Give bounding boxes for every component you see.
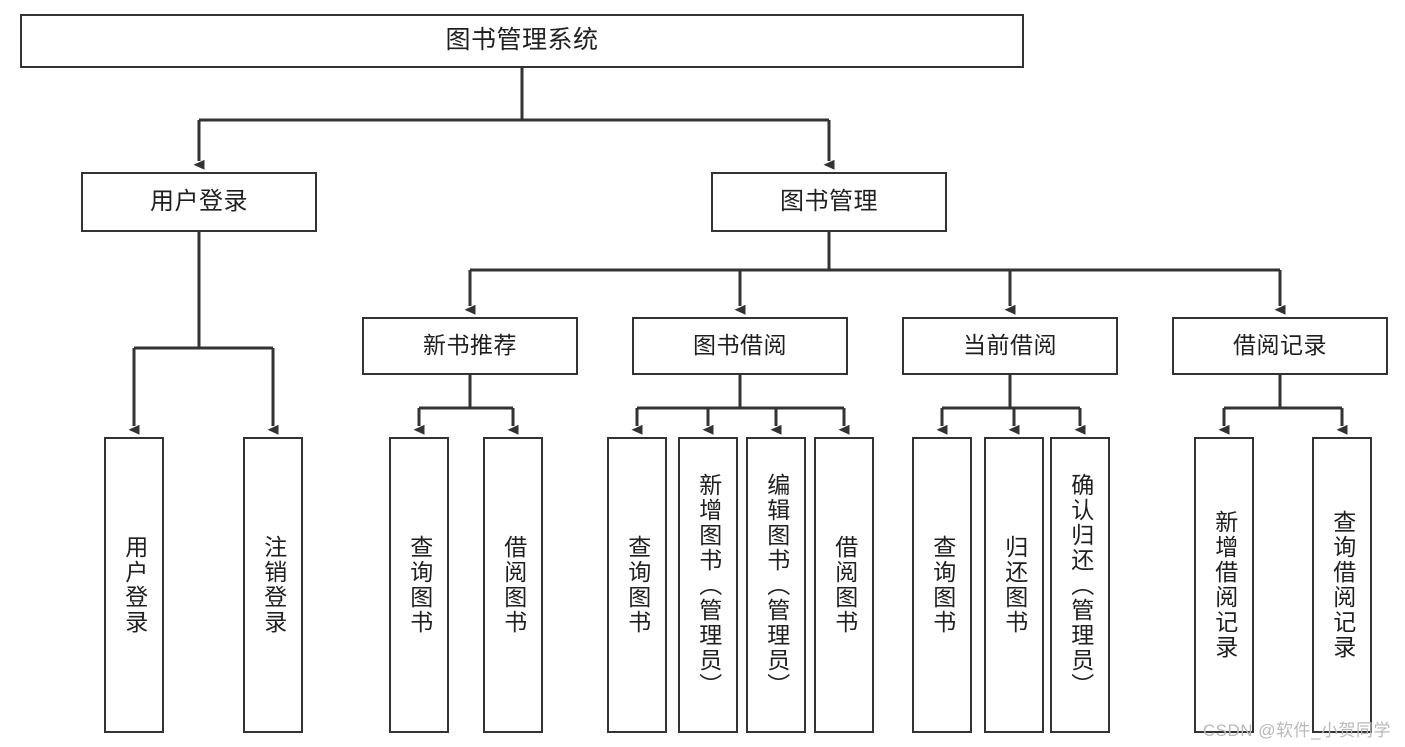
node-leaf-logout-label: 注销登录 [260, 535, 287, 635]
node-current-borrow[interactable]: 当前借阅 [902, 317, 1118, 375]
node-user-login-label: 用户登录 [150, 187, 248, 215]
node-leaf-confirm-return[interactable]: 确认归还（管理员） [1050, 437, 1110, 733]
edge-new-book-rec-to-leaves [413, 375, 519, 435]
node-leaf-query-book-1-label: 查询图书 [406, 535, 433, 635]
node-leaf-query-book-3-label: 查询图书 [929, 535, 956, 635]
watermark: CSDN @软件_小贺同学 [1202, 721, 1391, 740]
node-leaf-borrow-book-1[interactable]: 借阅图书 [483, 437, 543, 733]
node-leaf-add-book-label: 新增图书（管理员） [695, 472, 722, 698]
node-leaf-edit-book[interactable]: 编辑图书（管理员） [746, 437, 806, 733]
node-book-borrow[interactable]: 图书借阅 [632, 317, 848, 375]
node-leaf-query-book-2[interactable]: 查询图书 [607, 437, 667, 733]
node-leaf-query-book-2-label: 查询图书 [624, 535, 651, 635]
node-leaf-query-record[interactable]: 查询借阅记录 [1312, 437, 1372, 733]
node-leaf-edit-book-label: 编辑图书（管理员） [763, 472, 790, 698]
node-leaf-user-login-label: 用户登录 [121, 535, 148, 635]
node-leaf-add-record[interactable]: 新增借阅记录 [1194, 437, 1254, 733]
node-leaf-add-record-label: 新增借阅记录 [1211, 510, 1238, 660]
node-borrow-record-label: 借阅记录 [1233, 332, 1327, 359]
edge-borrow-record-to-leaves [1218, 375, 1348, 435]
node-leaf-query-book-1[interactable]: 查询图书 [389, 437, 449, 733]
node-leaf-return-book[interactable]: 归还图书 [984, 437, 1044, 733]
edge-book-borrow-to-leaves [631, 375, 850, 435]
node-user-login[interactable]: 用户登录 [81, 172, 317, 232]
node-book-manage[interactable]: 图书管理 [711, 172, 947, 232]
node-book-borrow-label: 图书借阅 [693, 332, 787, 359]
edge-root-to-level1 [193, 68, 835, 170]
edge-user-login-to-leaves [128, 232, 279, 435]
node-leaf-confirm-return-label: 确认归还（管理员） [1067, 472, 1094, 698]
node-new-book-rec[interactable]: 新书推荐 [362, 317, 578, 375]
node-leaf-query-record-label: 查询借阅记录 [1329, 510, 1356, 660]
node-leaf-borrow-book-2-label: 借阅图书 [831, 535, 858, 635]
node-borrow-record[interactable]: 借阅记录 [1172, 317, 1388, 375]
node-current-borrow-label: 当前借阅 [963, 332, 1057, 359]
node-leaf-add-book[interactable]: 新增图书（管理员） [678, 437, 738, 733]
node-leaf-return-book-label: 归还图书 [1001, 535, 1028, 635]
node-new-book-rec-label: 新书推荐 [423, 332, 517, 359]
node-root-label: 图书管理系统 [445, 26, 599, 55]
node-leaf-query-book-3[interactable]: 查询图书 [912, 437, 972, 733]
node-leaf-user-login[interactable]: 用户登录 [104, 437, 164, 733]
node-book-manage-label: 图书管理 [780, 187, 878, 215]
node-leaf-borrow-book-1-label: 借阅图书 [500, 535, 527, 635]
edge-current-borrow-to-leaves [936, 375, 1086, 435]
node-leaf-logout[interactable]: 注销登录 [243, 437, 303, 733]
node-root[interactable]: 图书管理系统 [20, 14, 1024, 68]
edge-book-manage-to-level2 [464, 232, 1286, 315]
node-leaf-borrow-book-2[interactable]: 借阅图书 [814, 437, 874, 733]
